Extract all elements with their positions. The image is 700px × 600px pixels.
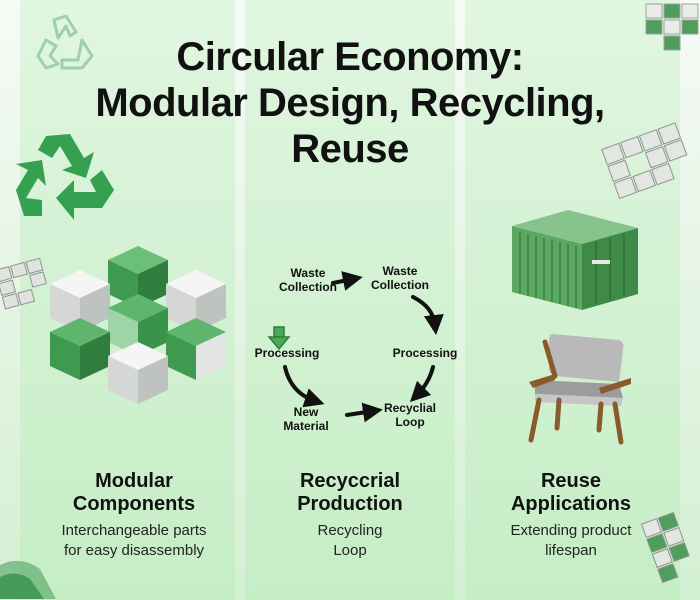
title-line-1: Circular Economy: <box>176 35 524 79</box>
loop-node-waste-collection-right: Waste Collection <box>370 264 429 292</box>
loop-node-processing-right: Processing <box>392 346 458 360</box>
flow-arrow <box>411 295 444 335</box>
loop-node-recyclial-loop: Recyclial Loop <box>383 401 437 429</box>
flow-arrow <box>283 365 325 408</box>
flow-arrow <box>331 271 363 291</box>
grid-blocks-icon <box>645 3 699 51</box>
recycle-outline-icon <box>36 14 94 70</box>
column-heading-production: Recyccrial Production <box>297 470 403 515</box>
armchair-icon <box>528 334 631 445</box>
page-title: Circular Economy: Modular Design, Recycl… <box>40 34 660 172</box>
grid-blocks-icon <box>640 511 690 584</box>
column-description-reuse: Extending product lifespan <box>510 522 632 559</box>
loop-node-new-material: New Material <box>283 405 329 433</box>
column-heading-reuse: Reuse Applications <box>510 470 631 515</box>
column-description-production: Recycling Loop <box>317 522 383 559</box>
grid-blocks-icon <box>601 122 688 200</box>
column-description-modular: Interchangeable parts for easy disassemb… <box>61 522 207 559</box>
recycling-loop-diagram <box>267 271 444 423</box>
title-line-2: Modular Design, Recycling, <box>95 81 605 125</box>
green-down-arrow-icon <box>267 326 291 351</box>
column-heading-modular: Modular Components <box>72 470 196 515</box>
flow-arrow <box>409 365 435 403</box>
modular-cubes-icon <box>50 246 226 404</box>
title-line-3: Reuse <box>291 127 409 171</box>
grid-blocks-icon <box>0 257 47 310</box>
recycle-green-icon <box>16 134 114 220</box>
decorative-shape-icon <box>0 560 56 599</box>
shipping-container-icon <box>512 210 638 310</box>
flow-arrow <box>345 402 383 423</box>
loop-node-waste-collection-left: Waste Collection <box>278 266 337 294</box>
loop-node-processing-left: Processing <box>254 346 320 360</box>
